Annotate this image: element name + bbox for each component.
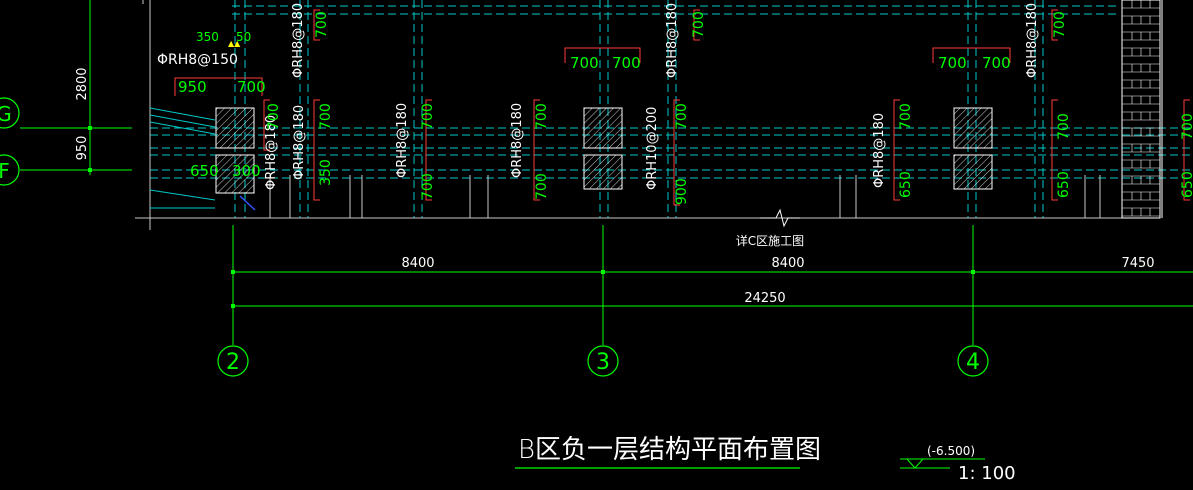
- dim-300: 300: [232, 162, 261, 180]
- detail-note: 详C区施工图: [736, 233, 804, 248]
- elevation-triangle-icon: [905, 458, 925, 469]
- dim-350: 350: [196, 30, 219, 44]
- axis-bubble-3: [587, 345, 619, 377]
- v700-g: 700: [674, 103, 690, 130]
- dim-700-b: 700: [570, 54, 599, 72]
- v700-f: 700: [534, 173, 550, 200]
- axis-lines: [20, 0, 974, 345]
- column-axis-4-upper: [953, 107, 993, 149]
- dim-700-a: 700: [237, 78, 266, 96]
- axis-label-G: G: [0, 102, 12, 126]
- axis-label-4: 4: [966, 350, 980, 375]
- v650-a: 650: [898, 171, 914, 198]
- v700-j: 700: [1180, 113, 1193, 140]
- v900: 900: [674, 178, 690, 205]
- rebar-mid-1: ΦRH8@180: [264, 115, 279, 190]
- v650-c: 650: [1180, 171, 1193, 198]
- columns: [215, 107, 993, 194]
- rebar-top-left: ΦRH8@150: [157, 52, 238, 68]
- dim-50: 50: [236, 30, 251, 44]
- vertical-dim-labels: 700 700 700 700 700 350 700 700 700 700 …: [266, 11, 1193, 205]
- break-symbol: [760, 208, 800, 228]
- v700-top-3: 700: [1052, 11, 1068, 38]
- dim-650: 650: [190, 162, 219, 180]
- rebar-mid-6: ΦRH8@180: [872, 113, 887, 188]
- column-axis-2-upper: [215, 107, 255, 149]
- dim-950: 950: [178, 78, 207, 96]
- v700-top-1: 700: [314, 11, 330, 38]
- dim-row-950: 950: [75, 136, 90, 161]
- dim-bay-3: 7450: [1121, 256, 1154, 271]
- v700-c: 700: [420, 103, 436, 130]
- dim-bay-2: 8400: [771, 256, 804, 271]
- dimension-ticks: [88, 126, 975, 308]
- rebar-mid-5: ΦRH10@200: [645, 107, 660, 190]
- right-wall-hatch: [1121, 0, 1163, 219]
- v700-e: 700: [534, 103, 550, 130]
- axis-bubble-F: [0, 154, 20, 186]
- drawing-title: B区负一层结构平面布置图: [518, 435, 821, 465]
- v350: 350: [318, 159, 334, 186]
- rebar-mid-4: ΦRH8@180: [510, 103, 525, 178]
- rebar-mid-2: ΦRH8@180: [292, 105, 307, 180]
- axis-label-2: 2: [226, 350, 240, 375]
- dim-700-d: 700: [938, 54, 967, 72]
- blue-accent-line: [239, 195, 256, 211]
- v700-top-2: 700: [691, 11, 707, 38]
- column-axis-2-lower: [215, 154, 255, 194]
- axis-bubble-2: [217, 345, 249, 377]
- column-axis-3-lower: [583, 154, 623, 190]
- dim-700-e: 700: [982, 54, 1011, 72]
- dim-row-2800: 2800: [75, 67, 90, 100]
- rebar-top-1: ΦRH8@180: [291, 3, 306, 78]
- dim-700-c: 700: [612, 54, 641, 72]
- column-axis-4-lower: [953, 154, 993, 190]
- elevation-label: (-6.500): [927, 444, 975, 458]
- dim-total: 24250: [744, 291, 785, 306]
- axis-bubble-4: [957, 345, 989, 377]
- stair-lines: [149, 107, 216, 209]
- beam-section-brackets: [174, 9, 1190, 206]
- axis-label-3: 3: [596, 350, 610, 375]
- v700-b: 700: [318, 103, 334, 130]
- dim-bay-1: 8400: [401, 256, 434, 271]
- v700-d: 700: [420, 173, 436, 200]
- rebar-top-3: ΦRH8@180: [1025, 3, 1040, 78]
- column-axis-3-upper: [583, 107, 623, 149]
- beam-lines-horizontal: [150, 5, 1193, 179]
- axis-bubble-G: [0, 97, 20, 129]
- scale-label: 1: 100: [958, 463, 1016, 484]
- yellow-mark: ▲▲: [228, 39, 241, 48]
- axis-label-F: F: [0, 159, 10, 183]
- v700-h: 700: [898, 103, 914, 130]
- rebar-top-2: ΦRH8@180: [665, 3, 680, 78]
- v700-a: 700: [266, 103, 282, 130]
- v650-b: 650: [1056, 171, 1072, 198]
- v700-i: 700: [1056, 113, 1072, 140]
- rebar-mid-3: ΦRH8@180: [395, 103, 410, 178]
- beam-lines-vertical: [234, 0, 1044, 218]
